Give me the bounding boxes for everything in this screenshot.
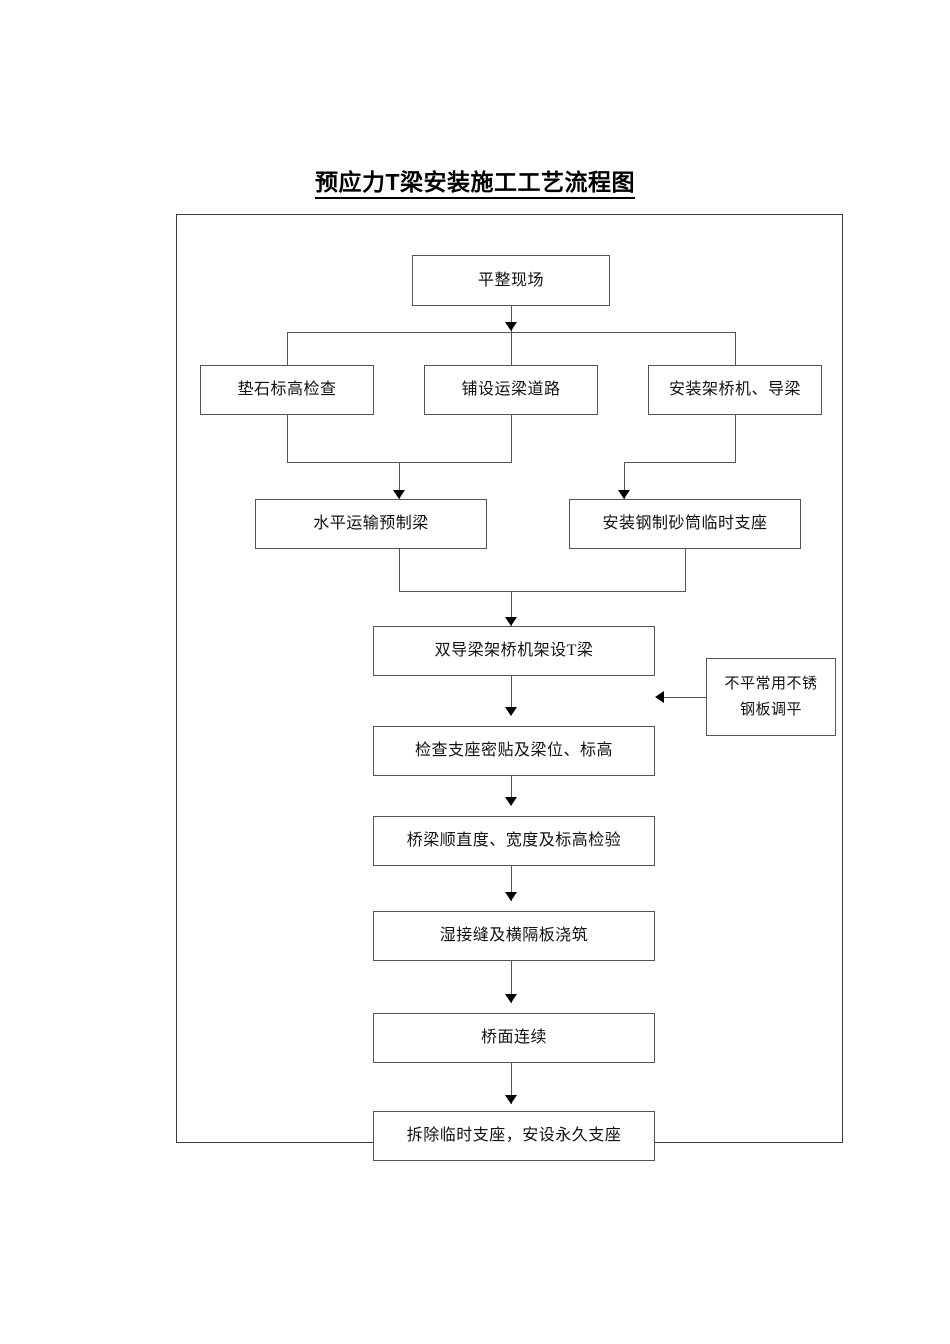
side-note-line-1: 不平常用不锈 [724, 675, 818, 692]
node-transport-beam-label: 水平运输预制梁 [313, 515, 429, 533]
connector-bearing-check-down [287, 415, 288, 462]
node-deck-continuity[interactable]: 桥面连续 [373, 1013, 655, 1063]
node-bearing-check[interactable]: 垫石标高检查 [200, 365, 374, 415]
node-transport-beam[interactable]: 水平运输预制梁 [255, 499, 487, 549]
node-level-site-label: 平整现场 [477, 271, 544, 289]
node-wet-joint-pour[interactable]: 湿接缝及横隔板浇筑 [373, 911, 655, 961]
node-level-site[interactable]: 平整现场 [412, 255, 610, 306]
node-haul-road-label: 铺设运梁道路 [461, 381, 561, 399]
node-deck-continuity-label: 桥面连续 [480, 1029, 547, 1047]
arrowhead-inspect-to-wet-joint [505, 892, 517, 901]
node-remove-temp-bearing[interactable]: 拆除临时支座，安设永久支座 [373, 1111, 655, 1161]
node-erect-t-beam-label: 双导梁架桥机架设T梁 [434, 642, 594, 660]
node-bearing-check-label: 垫石标高检查 [237, 381, 337, 399]
arrowhead-site-to-bar [505, 322, 517, 331]
arrowhead-merge-to-erect [505, 617, 517, 626]
merge-bar-to-erect [399, 591, 686, 592]
node-install-launcher[interactable]: 安装架桥机、导梁 [648, 365, 822, 415]
node-haul-road[interactable]: 铺设运梁道路 [424, 365, 598, 415]
node-check-bearing-contact-label: 检查支座密贴及梁位、标高 [414, 742, 613, 760]
flowchart-frame: 平整现场 垫石标高检查 铺设运梁道路 安装架桥机、导梁 水平运输预制梁 安装钢制… [176, 214, 843, 1161]
connector-wet-joint-to-deck [511, 961, 512, 1003]
connector-merge-to-erect [511, 591, 512, 626]
arrowhead-wet-joint-to-deck [505, 994, 517, 1003]
node-install-launcher-label: 安装架桥机、导梁 [668, 381, 801, 399]
node-check-bearing-contact[interactable]: 检查支座密贴及梁位、标高 [373, 726, 655, 776]
connector-inspect-to-wet-joint [511, 866, 512, 901]
node-inspect-geometry-label: 桥梁顺直度、宽度及标高检验 [406, 832, 622, 850]
connector-deck-to-remove-temp [511, 1063, 512, 1104]
node-install-sand-cylinder-label: 安装钢制砂筒临时支座 [602, 515, 768, 533]
connector-merge-to-transport [399, 462, 400, 499]
side-note-line-2: 钢板调平 [739, 702, 802, 718]
page-title-text: 预应力T梁安装施工工艺流程图 [314, 169, 636, 199]
connector-haul-road-down [511, 415, 512, 462]
node-install-sand-cylinder[interactable]: 安装钢制砂筒临时支座 [569, 499, 801, 549]
node-remove-temp-bearing-label: 拆除临时支座，安设永久支座 [406, 1127, 622, 1145]
connector-to-sand-cylinder [624, 462, 625, 499]
node-inspect-geometry[interactable]: 桥梁顺直度、宽度及标高检验 [373, 816, 655, 866]
arrowhead-deck-to-remove-temp [505, 1095, 517, 1104]
merge-bar-row3-right [624, 462, 736, 463]
node-erect-t-beam[interactable]: 双导梁架桥机架设T梁 [373, 626, 655, 676]
arrowhead-to-sand-cylinder [618, 490, 630, 499]
arrowhead-side-note-to-check [655, 691, 664, 703]
connector-erect-to-check [511, 676, 512, 715]
connector-check-to-inspect [511, 776, 512, 805]
arrowhead-check-to-inspect [505, 797, 517, 806]
arrowhead-erect-to-check [505, 707, 517, 716]
branch-middle-row2 [511, 332, 512, 365]
page-title: 预应力T梁安装施工工艺流程图 [0, 163, 950, 199]
connector-sand-cylinder-down [685, 549, 686, 591]
connector-launcher-down [735, 415, 736, 462]
node-side-note-stainless-shim[interactable]: 不平常用不锈 钢板调平 [706, 658, 836, 736]
branch-left-row2 [287, 332, 288, 365]
connector-transport-down [399, 549, 400, 591]
branch-right-row2 [735, 332, 736, 365]
arrowhead-merge-to-transport [393, 490, 405, 499]
connector-site-to-bar [511, 306, 512, 332]
node-wet-joint-pour-label: 湿接缝及横隔板浇筑 [439, 927, 589, 945]
connector-side-note-to-check [664, 697, 706, 698]
